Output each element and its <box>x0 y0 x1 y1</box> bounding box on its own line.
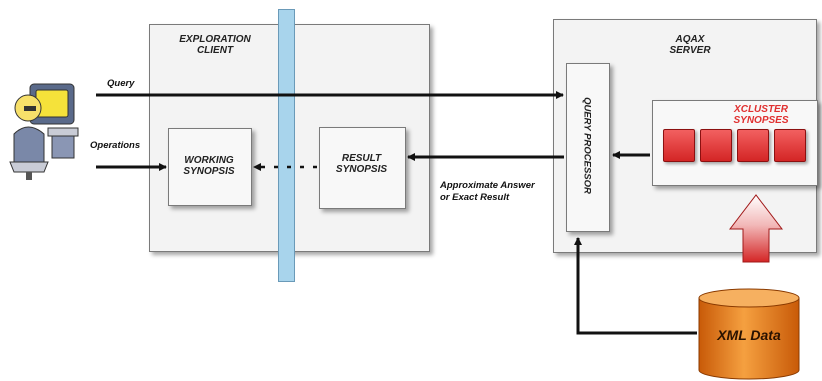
operations-edge-label: Operations <box>90 140 141 151</box>
network-separator-bar <box>278 9 295 282</box>
xcluster-synopses-label: XCLUSTER SYNOPSES <box>733 104 789 126</box>
xcluster-synopsis-block <box>663 129 695 162</box>
aqax-server-title: AQAX SERVER <box>669 34 711 56</box>
query-edge-label: Query <box>107 78 135 89</box>
query-processor-box <box>566 63 610 232</box>
xcluster-synopsis-block <box>700 129 732 162</box>
exploration-client-title: EXPLORATION CLIENT <box>179 34 251 56</box>
xml-data-cylinder <box>698 288 800 380</box>
xml-to-processor-arrow <box>574 237 697 335</box>
xml-data-label: XML Data <box>717 327 781 343</box>
working-synopsis-label: WORKING SYNOPSIS <box>183 155 235 177</box>
user-computer-icon <box>8 72 86 182</box>
working-synopsis-box <box>168 128 252 206</box>
xcluster-synopsis-block <box>774 129 806 162</box>
result-synopsis-box <box>319 127 406 209</box>
answer-edge-label: Approximate Answer or Exact Result <box>440 180 535 203</box>
build-synopses-arrow <box>728 194 784 263</box>
result-synopsis-label: RESULT SYNOPSIS <box>335 153 388 175</box>
xcluster-synopsis-block <box>737 129 769 162</box>
